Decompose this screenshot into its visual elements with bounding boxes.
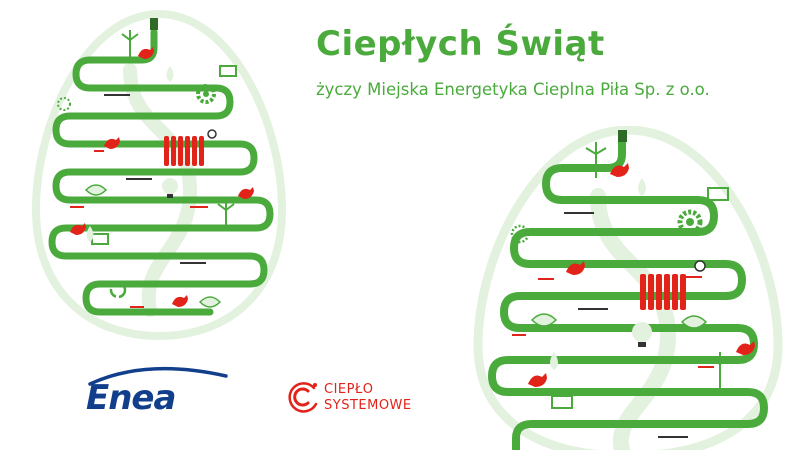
water-drop-icon — [550, 178, 646, 370]
c-circle-icon — [288, 382, 318, 413]
lightbulb-icon — [162, 178, 178, 198]
leaf-icon — [530, 313, 708, 329]
gauge-icon — [207, 129, 217, 139]
egg-illustration-left — [31, 10, 287, 340]
wind-turbine-icon — [121, 30, 235, 230]
bird-icon — [528, 163, 755, 387]
greeting-subtitle: życzy Miejska Energetyka Cieplna Piła Sp… — [316, 80, 710, 99]
enea-logo: Enea — [86, 364, 236, 420]
lightbulb-icon — [632, 322, 652, 347]
cieplo-line2: SYSTEMOWE — [324, 398, 412, 413]
gear-icon — [196, 84, 216, 104]
enea-arc-icon — [88, 366, 228, 386]
wind-turbine-icon — [585, 142, 731, 388]
greeting-title: Ciepłych Świąt — [316, 24, 605, 64]
gear-icon — [677, 209, 703, 235]
cieplo-line1: CIEPŁO — [324, 382, 374, 397]
sun-icon — [57, 97, 71, 111]
cieplo-systemowe-logo: CIEPŁO SYSTEMOWE — [286, 376, 446, 426]
radiator-icon — [640, 274, 686, 310]
radiator-icon — [164, 136, 204, 166]
bird-icon — [70, 47, 254, 307]
water-drop-icon — [86, 66, 174, 242]
gauge-icon — [694, 260, 706, 272]
recycle-icon — [109, 281, 127, 299]
egg-illustration-right — [473, 126, 783, 450]
sun-icon — [510, 224, 530, 244]
leaf-icon — [84, 184, 222, 308]
enea-wordmark: Enea — [86, 378, 176, 418]
solar-panel-icon — [551, 187, 729, 409]
